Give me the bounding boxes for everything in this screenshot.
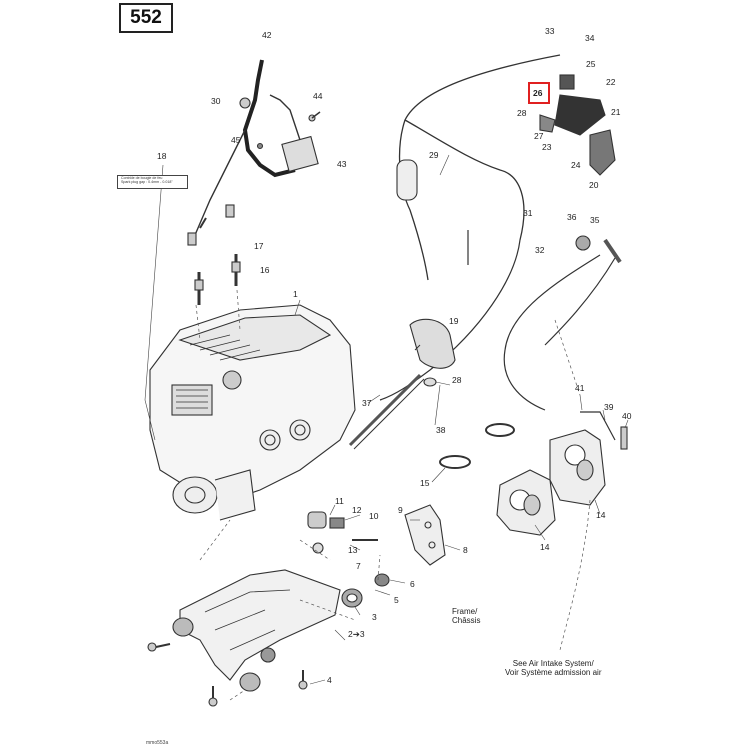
air-intake-note[interactable]: See Air Intake System/ Voir Système admi…: [505, 659, 601, 677]
callout-40[interactable]: 40: [622, 411, 632, 421]
spark-plug-label-line1: Contrôle de bougie de feu: [121, 176, 163, 180]
callout-45[interactable]: 45: [231, 135, 241, 145]
document-code: mmo553a: [146, 740, 169, 746]
callout-21[interactable]: 21: [611, 107, 621, 117]
callout-38[interactable]: 38: [436, 425, 446, 435]
clamp-lower: [439, 455, 471, 469]
callout-16[interactable]: 16: [260, 265, 270, 275]
callout-5[interactable]: 5: [394, 595, 399, 605]
engine-pulley: [172, 476, 218, 514]
callout-29[interactable]: 29: [429, 150, 439, 160]
callout-44[interactable]: 44: [313, 91, 323, 101]
callout-17[interactable]: 17: [254, 241, 264, 251]
callout-10[interactable]: 10: [369, 511, 379, 521]
callout-3[interactable]: 3: [372, 612, 377, 622]
callout-13[interactable]: 13: [348, 545, 358, 555]
callout-24[interactable]: 24: [571, 160, 581, 170]
callout-7[interactable]: 7: [356, 561, 361, 571]
callout-31[interactable]: 31: [523, 208, 533, 218]
callout-26[interactable]: 26: [533, 88, 543, 98]
page-number: 552: [119, 3, 173, 33]
callout-4[interactable]: 4: [327, 675, 332, 685]
callout-43[interactable]: 43: [337, 159, 347, 169]
callout-32[interactable]: 32: [535, 245, 545, 255]
highlighted-part-box[interactable]: [528, 82, 550, 104]
spark-plug-label-line2: Spark plug gap : 0.4mm - 0.018": [121, 180, 173, 185]
callout-14-right[interactable]: 14: [596, 510, 606, 520]
callout-12[interactable]: 12: [352, 505, 362, 515]
callout-33[interactable]: 33: [545, 26, 555, 36]
callout-19[interactable]: 19: [449, 316, 459, 326]
frame-note-line2: Châssis: [452, 616, 481, 626]
callout-1[interactable]: 1: [293, 289, 298, 299]
callout-8[interactable]: 8: [463, 545, 468, 555]
callout-22[interactable]: 22: [606, 77, 616, 87]
choke-cap: [575, 235, 591, 251]
callout-2[interactable]: 2➔3: [348, 629, 365, 639]
callout-35[interactable]: 35: [590, 215, 600, 225]
frame-note-line1: Frame/: [452, 607, 478, 616]
callout-30[interactable]: 30: [211, 96, 221, 106]
throttle-cable: [398, 54, 561, 281]
callout-20[interactable]: 20: [589, 180, 599, 190]
callout-15[interactable]: 15: [420, 478, 430, 488]
callout-25[interactable]: 25: [586, 59, 596, 69]
callout-11[interactable]: 11: [335, 496, 344, 506]
callout-23[interactable]: 23: [542, 142, 552, 152]
callout-27[interactable]: 27: [534, 131, 544, 141]
spark-plug-label: Contrôle de bougie de feu Spark plug gap…: [117, 175, 188, 189]
callout-41[interactable]: 41: [575, 383, 585, 393]
throttle-bracket: [589, 129, 616, 176]
callout-36[interactable]: 36: [567, 212, 577, 222]
air-intake-note-line2: Voir Système admission air: [505, 668, 602, 678]
throttle-housing: [554, 94, 606, 136]
callout-14-left[interactable]: 14: [540, 542, 550, 552]
engine-support: [179, 569, 341, 681]
cable-37: [348, 373, 422, 447]
clamp-upper: [485, 423, 515, 437]
cable-splitter: [396, 159, 418, 201]
ignition-coil: [281, 135, 319, 173]
callout-28-lower[interactable]: 28: [452, 375, 462, 385]
callout-28-upper[interactable]: 28: [517, 108, 527, 118]
callout-42[interactable]: 42: [262, 30, 272, 40]
callout-18[interactable]: 18: [157, 151, 167, 161]
air-intake-note-line1: See Air Intake System/: [512, 659, 594, 668]
engine-block: [149, 304, 356, 501]
mount-plate: [404, 504, 446, 566]
frame-note: Frame/ Châssis: [452, 607, 480, 625]
air-silencer-handle: [409, 318, 456, 369]
callout-6[interactable]: 6: [410, 579, 415, 589]
callout-39[interactable]: 39: [604, 402, 614, 412]
callout-9[interactable]: 9: [398, 505, 403, 515]
callout-37[interactable]: 37: [362, 398, 372, 408]
callout-34[interactable]: 34: [585, 33, 595, 43]
